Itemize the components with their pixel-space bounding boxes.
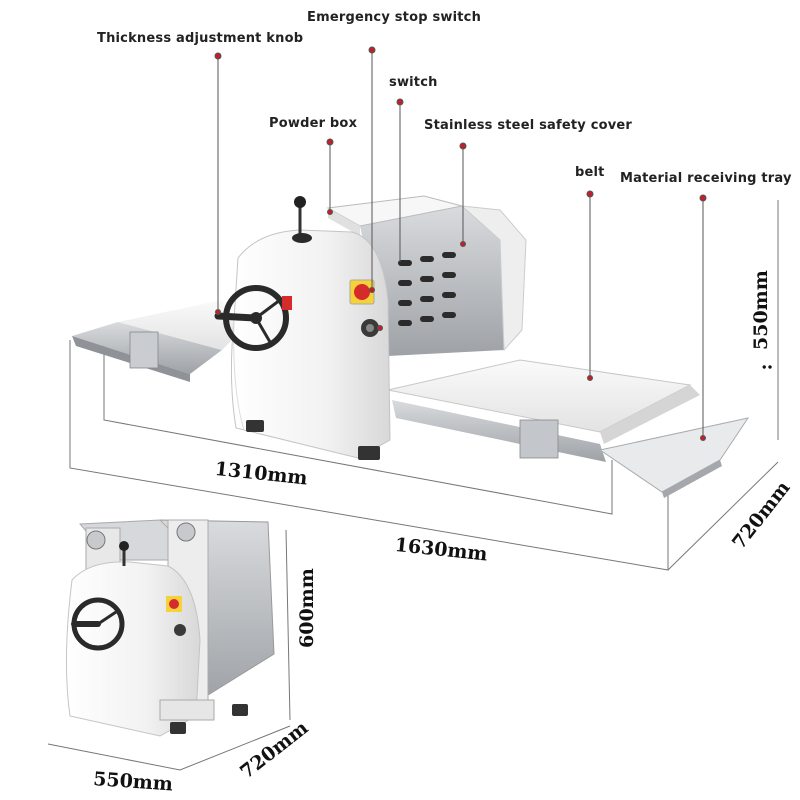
left-conveyor-table bbox=[72, 300, 240, 382]
dim-height-large-value: 550mm bbox=[750, 270, 772, 350]
label-thickness-knob: Thickness adjustment knob bbox=[97, 31, 304, 46]
dim-height-small: 600mm bbox=[296, 568, 318, 648]
dimension-lines bbox=[69, 200, 779, 571]
label-safety-cover: Stainless steel safety cover bbox=[424, 118, 633, 133]
label-receiving-tray: Material receiving tray bbox=[620, 171, 792, 186]
label-belt: belt bbox=[575, 165, 605, 180]
dim-height-large: 550mm bbox=[750, 270, 772, 350]
right-conveyor-table bbox=[387, 359, 750, 498]
dim-height-large-prefix: : bbox=[754, 363, 777, 371]
callout-pointers bbox=[214, 46, 707, 441]
powder-box bbox=[326, 195, 463, 236]
label-switch: switch bbox=[389, 75, 438, 90]
label-powder-box: Powder box bbox=[269, 116, 358, 131]
main-body bbox=[214, 196, 391, 460]
safety-cover bbox=[360, 205, 527, 356]
folded-machine bbox=[47, 519, 291, 771]
label-emergency-stop: Emergency stop switch bbox=[307, 10, 482, 25]
